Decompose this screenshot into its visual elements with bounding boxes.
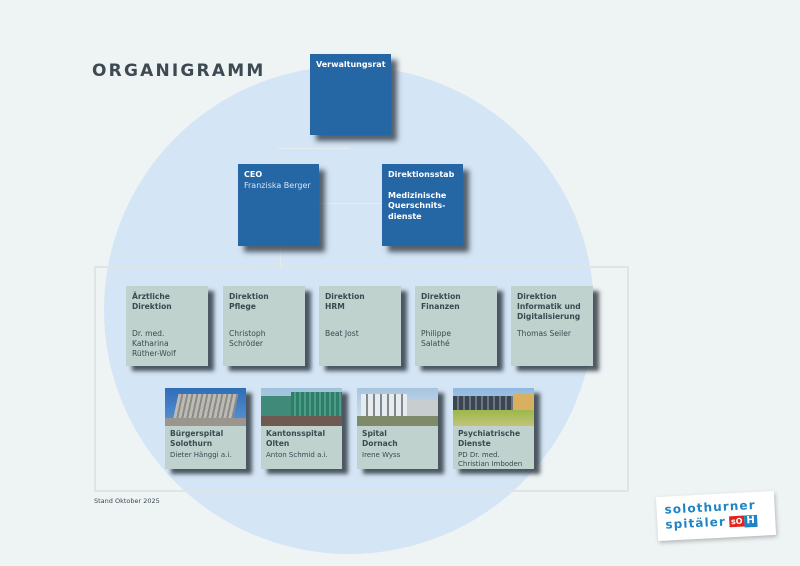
- spital-name-line: PD Dr. med.: [458, 451, 500, 459]
- direktion-title-line: Direktion: [132, 302, 172, 311]
- direktion-title-line: Ärztliche: [132, 292, 170, 301]
- connector-line: [278, 148, 350, 149]
- direktion-title-line: Finanzen: [421, 302, 460, 311]
- spital-title-line: Olten: [266, 439, 290, 448]
- box-aerztliche-direktion[interactable]: Ärztliche Direktion Dr. med. Katharina R…: [126, 286, 208, 366]
- box-psychiatrische-dienste[interactable]: Psychiatrische Dienste PD Dr. med. Chris…: [453, 388, 534, 469]
- connector-line: [280, 246, 281, 266]
- spital-title-line: Dornach: [362, 439, 398, 448]
- building-photo-buergerspital: [165, 388, 246, 426]
- box-kantonsspital-olten[interactable]: Kantonsspital Olten Anton Schmid a.i.: [261, 388, 342, 469]
- logo-h-badge-icon: H: [744, 514, 758, 528]
- direktion-title-line: Digitalisierung: [517, 312, 581, 321]
- page-title: ORGANIGRAMM: [92, 61, 266, 81]
- direktion-title-line: Pflege: [229, 302, 256, 311]
- spital-name-line: Christian Imboden: [458, 459, 523, 468]
- direktion-name-line: Christoph: [229, 329, 266, 338]
- direktion-name-line: Philippe: [421, 329, 452, 338]
- stand-date: Stand Oktober 2025: [94, 497, 160, 505]
- spital-title-line: Spital: [362, 429, 387, 438]
- building-photo-psychiatrische-dienste: [453, 388, 534, 426]
- direktion-title-line: Direktion: [421, 292, 461, 301]
- direktion-title-line: Direktion: [517, 292, 557, 301]
- direktion-name-line: Thomas Seiler: [517, 329, 572, 338]
- direktion-name-line: Salathé: [421, 339, 450, 348]
- direktion-name-line: Rüther-Wolf: [132, 349, 176, 358]
- direktion-title-line: Direktion: [325, 292, 365, 301]
- direktion-title-line: Direktion: [229, 292, 269, 301]
- direktion-name-line: Katharina: [132, 339, 169, 348]
- direktionsstab-label: Direktionsstab: [388, 170, 455, 179]
- box-direktion-finanzen[interactable]: Direktion Finanzen Philippe Salathé: [415, 286, 497, 366]
- spital-title-line: Dienste: [458, 439, 491, 448]
- direktion-name-line: Schröder: [229, 339, 264, 348]
- spital-name-line: Anton Schmid a.i.: [266, 451, 328, 459]
- box-buergerspital-solothurn[interactable]: Bürgerspital Solothurn Dieter Hänggi a.i…: [165, 388, 246, 469]
- direktionen-frame: [94, 266, 629, 492]
- logo-so-badge-icon: sO: [728, 515, 745, 528]
- direktionsstab-sub-line: dienste: [388, 211, 422, 221]
- direktion-name-line: Beat Jost: [325, 329, 359, 338]
- ceo-name: Franziska Berger: [244, 180, 311, 190]
- direktion-name-line: Dr. med.: [132, 329, 165, 338]
- direktionsstab-sub-line: Querschnits-: [388, 201, 446, 210]
- box-direktion-pflege[interactable]: Direktion Pflege Christoph Schröder: [223, 286, 305, 366]
- spital-title-line: Bürgerspital: [170, 429, 224, 438]
- direktionsstab-sub-line: Medizinische: [388, 190, 447, 200]
- connector-line: [318, 203, 382, 204]
- direktion-title-line: HRM: [325, 302, 345, 311]
- building-photo-spital-dornach: [357, 388, 438, 426]
- logo-line2-text: spitäler: [665, 514, 727, 532]
- spital-title-line: Kantonsspital: [266, 429, 326, 438]
- box-direktionsstab[interactable]: Direktionsstab Medizinische Querschnits-…: [382, 164, 463, 246]
- verwaltungsrat-label: Verwaltungsrat: [316, 60, 386, 69]
- box-verwaltungsrat[interactable]: Verwaltungsrat: [310, 54, 391, 135]
- spital-name-line: Irene Wyss: [362, 451, 401, 459]
- box-direktion-hrm[interactable]: Direktion HRM Beat Jost: [319, 286, 401, 366]
- box-spital-dornach[interactable]: Spital Dornach Irene Wyss: [357, 388, 438, 469]
- box-direktion-informatik[interactable]: Direktion Informatik und Digitalisierung…: [511, 286, 593, 366]
- spital-name-line: Dieter Hänggi a.i.: [170, 451, 232, 459]
- ceo-label: CEO: [244, 170, 263, 179]
- direktion-title-line: Informatik und: [517, 302, 581, 311]
- spital-title-line: Solothurn: [170, 439, 213, 448]
- spital-title-line: Psychiatrische: [458, 429, 521, 438]
- building-photo-kantonsspital-olten: [261, 388, 342, 426]
- box-ceo[interactable]: CEO Franziska Berger: [238, 164, 319, 246]
